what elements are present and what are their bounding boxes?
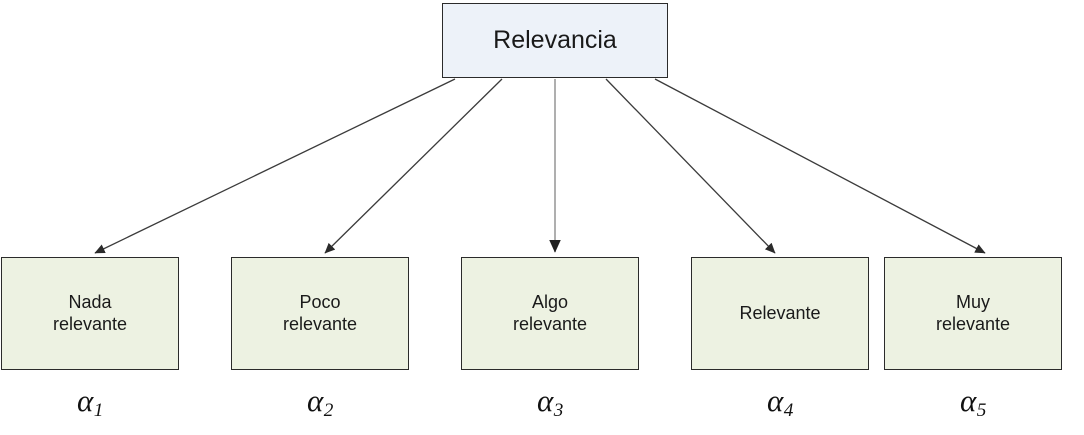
alpha-symbol-3: α <box>537 383 554 418</box>
alpha-symbol-2: α <box>307 383 324 418</box>
node-muy-relevante-label: Muy relevante <box>935 291 1011 334</box>
edge-root-to-poco <box>324 78 503 254</box>
alpha-index-3: 3 <box>553 400 564 422</box>
node-relevante-label: Relevante <box>739 302 821 323</box>
alpha-label-1: α1 <box>1 383 179 422</box>
alpha-index-5: 5 <box>976 400 987 422</box>
node-poco-relevante: Poco relevante <box>231 257 409 370</box>
node-relevancia: Relevancia <box>442 3 668 78</box>
node-nada-relevante-label: Nada relevante <box>52 291 128 334</box>
node-nada-relevante: Nada relevante <box>1 257 179 370</box>
alpha-symbol-1: α <box>77 383 94 418</box>
alpha-index-2: 2 <box>323 400 334 422</box>
edge-root-to-nada <box>94 78 456 254</box>
node-algo-relevante-label: Algo relevante <box>512 291 588 334</box>
alpha-label-3: α3 <box>461 383 639 422</box>
node-algo-relevante: Algo relevante <box>461 257 639 370</box>
node-muy-relevante: Muy relevante <box>884 257 1062 370</box>
alpha-label-2: α2 <box>231 383 409 422</box>
node-relevancia-label: Relevancia <box>493 26 617 55</box>
edge-root-to-relevante <box>605 78 776 254</box>
node-poco-relevante-label: Poco relevante <box>282 291 358 334</box>
alpha-symbol-5: α <box>960 383 977 418</box>
alpha-label-4: α4 <box>691 383 869 422</box>
edge-root-to-muy <box>654 78 986 254</box>
node-relevante: Relevante <box>691 257 869 370</box>
alpha-symbol-4: α <box>767 383 784 418</box>
alpha-label-5: α5 <box>884 383 1062 422</box>
alpha-index-1: 1 <box>93 400 104 422</box>
alpha-index-4: 4 <box>783 400 794 422</box>
